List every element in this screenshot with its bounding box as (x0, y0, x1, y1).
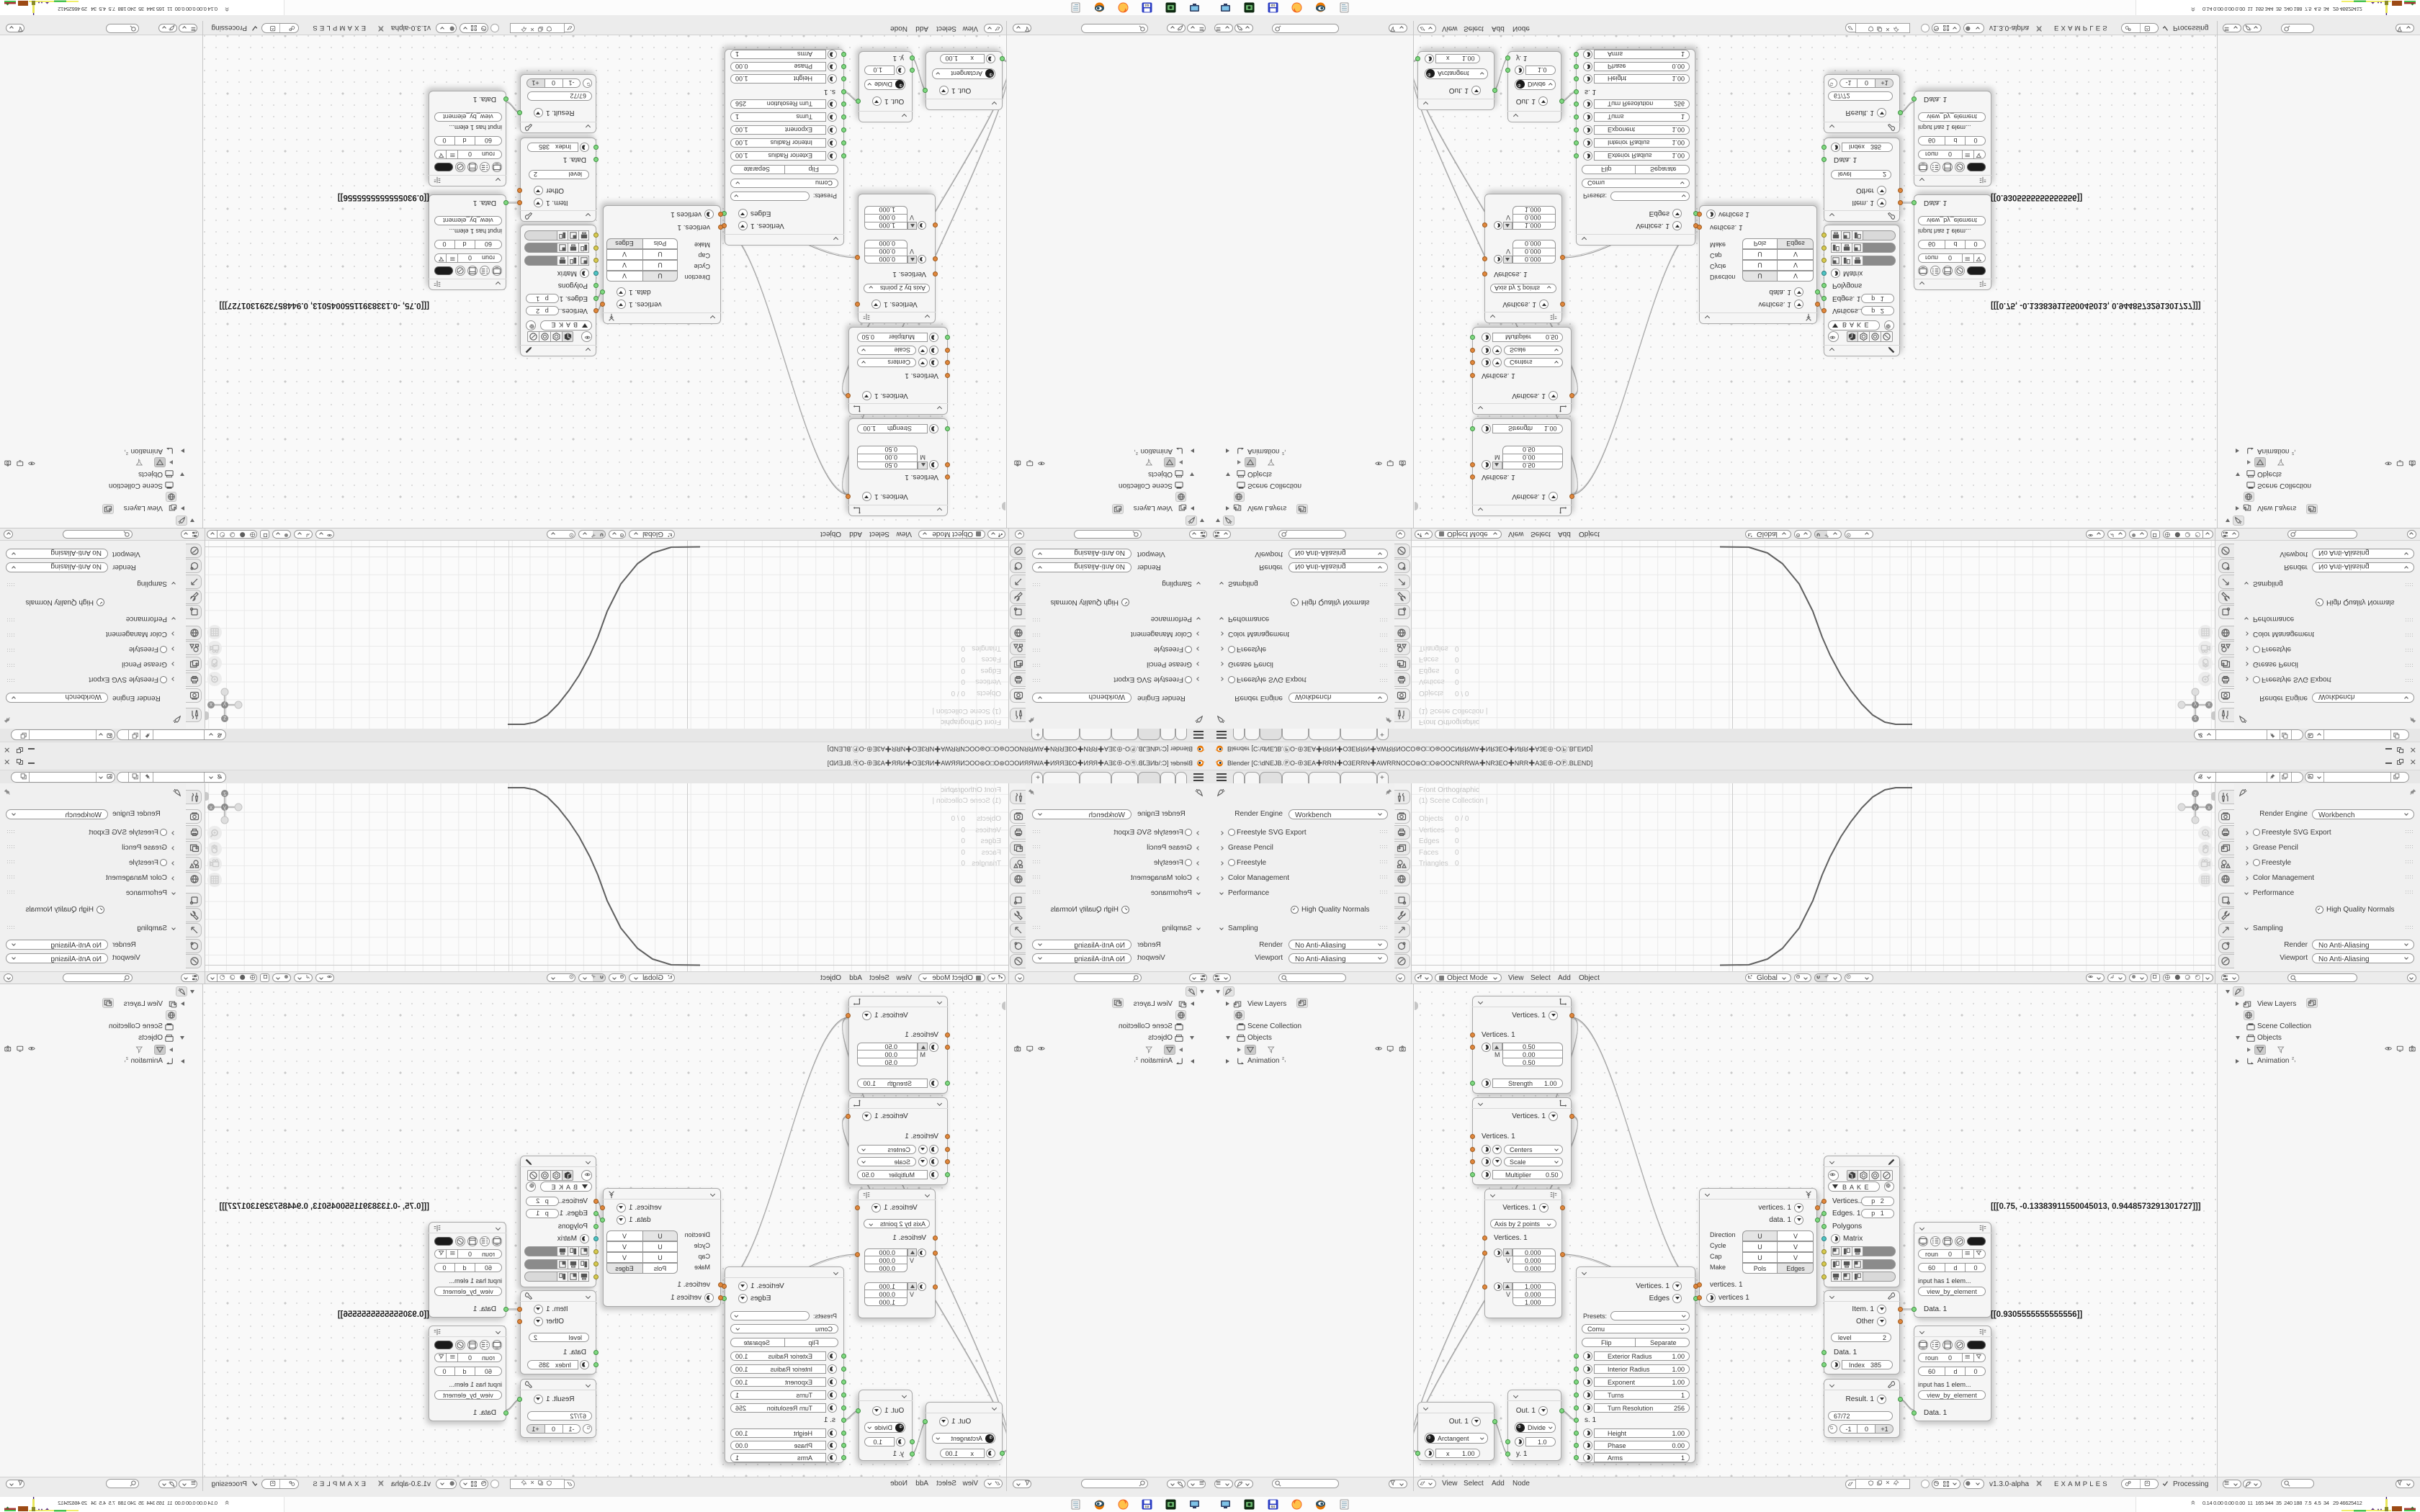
svg-text:x: x (210, 701, 212, 708)
svg-text:x: x (210, 804, 212, 811)
svg-text:64: 64 (1145, 1505, 1150, 1508)
svg-text:y: y (223, 701, 226, 708)
svg-text:z: z (223, 715, 226, 721)
svg-text:y: y (2194, 804, 2197, 811)
svg-text:x: x (2208, 701, 2210, 708)
svg-text:z: z (2194, 715, 2197, 721)
svg-text:x: x (2208, 804, 2210, 811)
svg-text:y: y (223, 804, 226, 811)
svg-text:64: 64 (1271, 4, 1276, 7)
svg-text:z: z (223, 791, 226, 797)
svg-text:y: y (2194, 701, 2197, 708)
svg-text:z: z (2194, 791, 2197, 797)
svg-text:64: 64 (1145, 4, 1150, 7)
svg-text:64: 64 (1271, 1505, 1276, 1508)
